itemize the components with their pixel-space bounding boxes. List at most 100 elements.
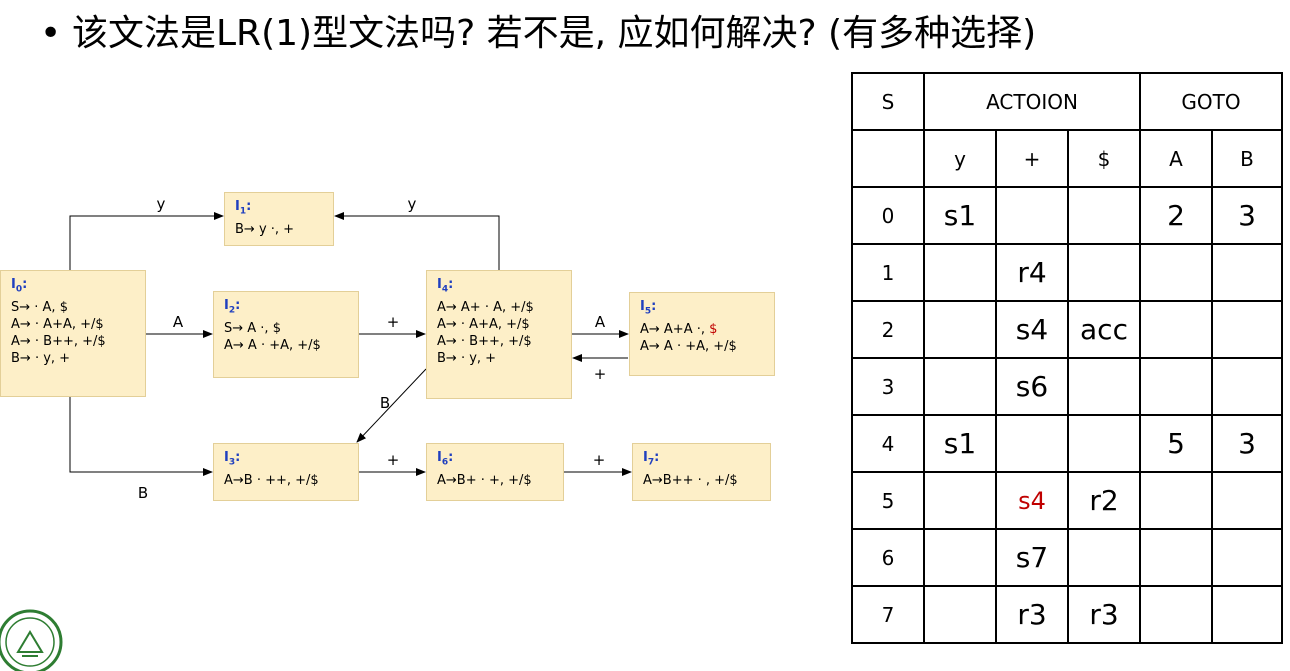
cell-plus [995,186,1069,245]
state-i7-index: 7 [647,457,655,468]
state-cell: 1 [851,243,925,302]
state-i4-item-2: A→ · A+A, +/$ [437,316,530,332]
cell-dollar [1067,186,1141,245]
table-header-row-2: y + $ A B [851,129,1283,188]
state-i2: I2: S→ A ·, $ A→ A · +A, +/$ [213,291,359,378]
state-i1-name: I1: [235,199,252,217]
cell-A [1139,243,1213,302]
state-i2-name: I2: [224,298,241,316]
lr-automaton-diagram [69,212,632,476]
state-cell: 3 [851,357,925,416]
edge-label-i2-i4: + [386,313,400,331]
header-y: y [923,129,997,188]
state-cell: 2 [851,300,925,359]
edge-label-i0-i2: A [172,313,184,331]
table-row: 6 s7 [851,528,1283,587]
state-i6-letter: I [437,450,442,465]
cell-y [923,585,997,644]
state-i0-item-4: B→ · y, + [11,350,71,366]
lr1-parsing-table: S ACTOION GOTO y + $ A B 0 s1 2 3 1 r4 2… [851,72,1283,644]
cell-dollar: r2 [1067,471,1141,530]
state-i5-letter: I [640,299,645,314]
table-row: 7 r3 r3 [851,585,1283,644]
cell-A: 5 [1139,414,1213,473]
state-i6-name: I6: [437,450,454,468]
cell-plus [995,414,1069,473]
edge-i0-i1 [69,212,224,270]
edge-label-i4-i5: A [594,313,606,331]
cell-A [1139,585,1213,644]
table-row: 5 s4 r2 [851,471,1283,530]
table-row: 4 s1 5 3 [851,414,1283,473]
state-i0-item-1: S→ · A, $ [11,299,68,315]
edge-label-i0-i3: B [137,484,149,502]
state-i7-name: I7: [643,450,660,468]
state-i2-letter: I [224,298,229,313]
state-i4-item-3: A→ · B++, +/$ [437,333,532,349]
cell-dollar [1067,243,1141,302]
cell-plus: s7 [995,528,1069,587]
cell-plus: r4 [995,243,1069,302]
cell-B [1211,585,1283,644]
state-i2-index: 2 [228,305,236,316]
cell-A: 2 [1139,186,1213,245]
title-text: 该文法是LR(1)型文法吗? 若不是, 应如何解决? (有多种选择) [72,13,1037,54]
cell-B: 3 [1211,186,1283,245]
cell-B [1211,300,1283,359]
state-i0-item-3: A→ · B++, +/$ [11,333,106,349]
slide-title: •该文法是LR(1)型文法吗? 若不是, 应如何解决? (有多种选择) [40,8,1240,60]
bullet-icon: • [40,13,62,54]
state-i2-item-2: A→ A · +A, +/$ [224,337,321,353]
cell-y: s1 [923,186,997,245]
state-i6-index: 6 [441,457,449,468]
header-blank [851,129,925,188]
cell-A [1139,357,1213,416]
cell-y: s1 [923,414,997,473]
edge-label-i5-i4: + [593,365,607,383]
edge-i0-i3 [69,397,213,476]
state-i4-letter: I [437,277,442,292]
cell-A [1139,300,1213,359]
state-cell: 0 [851,186,925,245]
state-i3-name: I3: [224,450,241,468]
state-i4: I4: A→ A+ · A, +/$ A→ · A+A, +/$ A→ · B+… [426,270,572,399]
state-i7: I7: A→B++ · , +/$ [632,443,771,501]
header-goto: GOTO [1139,72,1283,131]
state-i5-item-1: A→ A+A ·, $ [640,321,764,338]
state-i3-index: 3 [228,457,236,468]
edge-label-i4-i3: B [379,394,391,412]
cell-dollar [1067,414,1141,473]
state-i4-name: I4: [437,277,454,295]
edge-i4-i3 [356,368,427,443]
header-action: ACTOION [923,72,1141,131]
state-i5: I5: A→ A+A ·, $ A→ A · +A, +/$ [629,292,775,376]
state-i5-item-1-text: A→ A+A ·, [640,321,710,337]
cell-y [923,357,997,416]
state-i1-letter: I [235,199,240,214]
state-i4-item-1: A→ A+ · A, +/$ [437,299,534,315]
state-cell: 7 [851,585,925,644]
table-row: 1 r4 [851,243,1283,302]
table-row: 0 s1 2 3 [851,186,1283,245]
cell-B: 3 [1211,414,1283,473]
cell-dollar [1067,528,1141,587]
state-i2-item-1: S→ A ·, $ [224,320,281,336]
edge-label-i4-i1: y [407,195,417,213]
cell-y [923,471,997,530]
cell-dollar: acc [1067,300,1141,359]
state-cell: 4 [851,414,925,473]
state-i6-item-1: A→B+ · +, +/$ [437,472,532,488]
cell-plus: r3 [995,585,1069,644]
header-dollar: $ [1067,129,1141,188]
state-i5-index: 5 [644,306,652,317]
state-i5-name: I5: [640,299,657,317]
edge-label-i3-i6: + [386,451,400,469]
table-row: 2 s4 acc [851,300,1283,359]
state-i3-item-1: A→B · ++, +/$ [224,472,319,488]
state-i4-index: 4 [441,284,449,295]
edge-label-i6-i7: + [592,451,606,469]
state-i1: I1: B→ y ·, + [224,192,334,246]
edge-label-i0-i1: y [156,195,166,213]
cell-B [1211,357,1283,416]
cell-plus: s4 [995,300,1069,359]
